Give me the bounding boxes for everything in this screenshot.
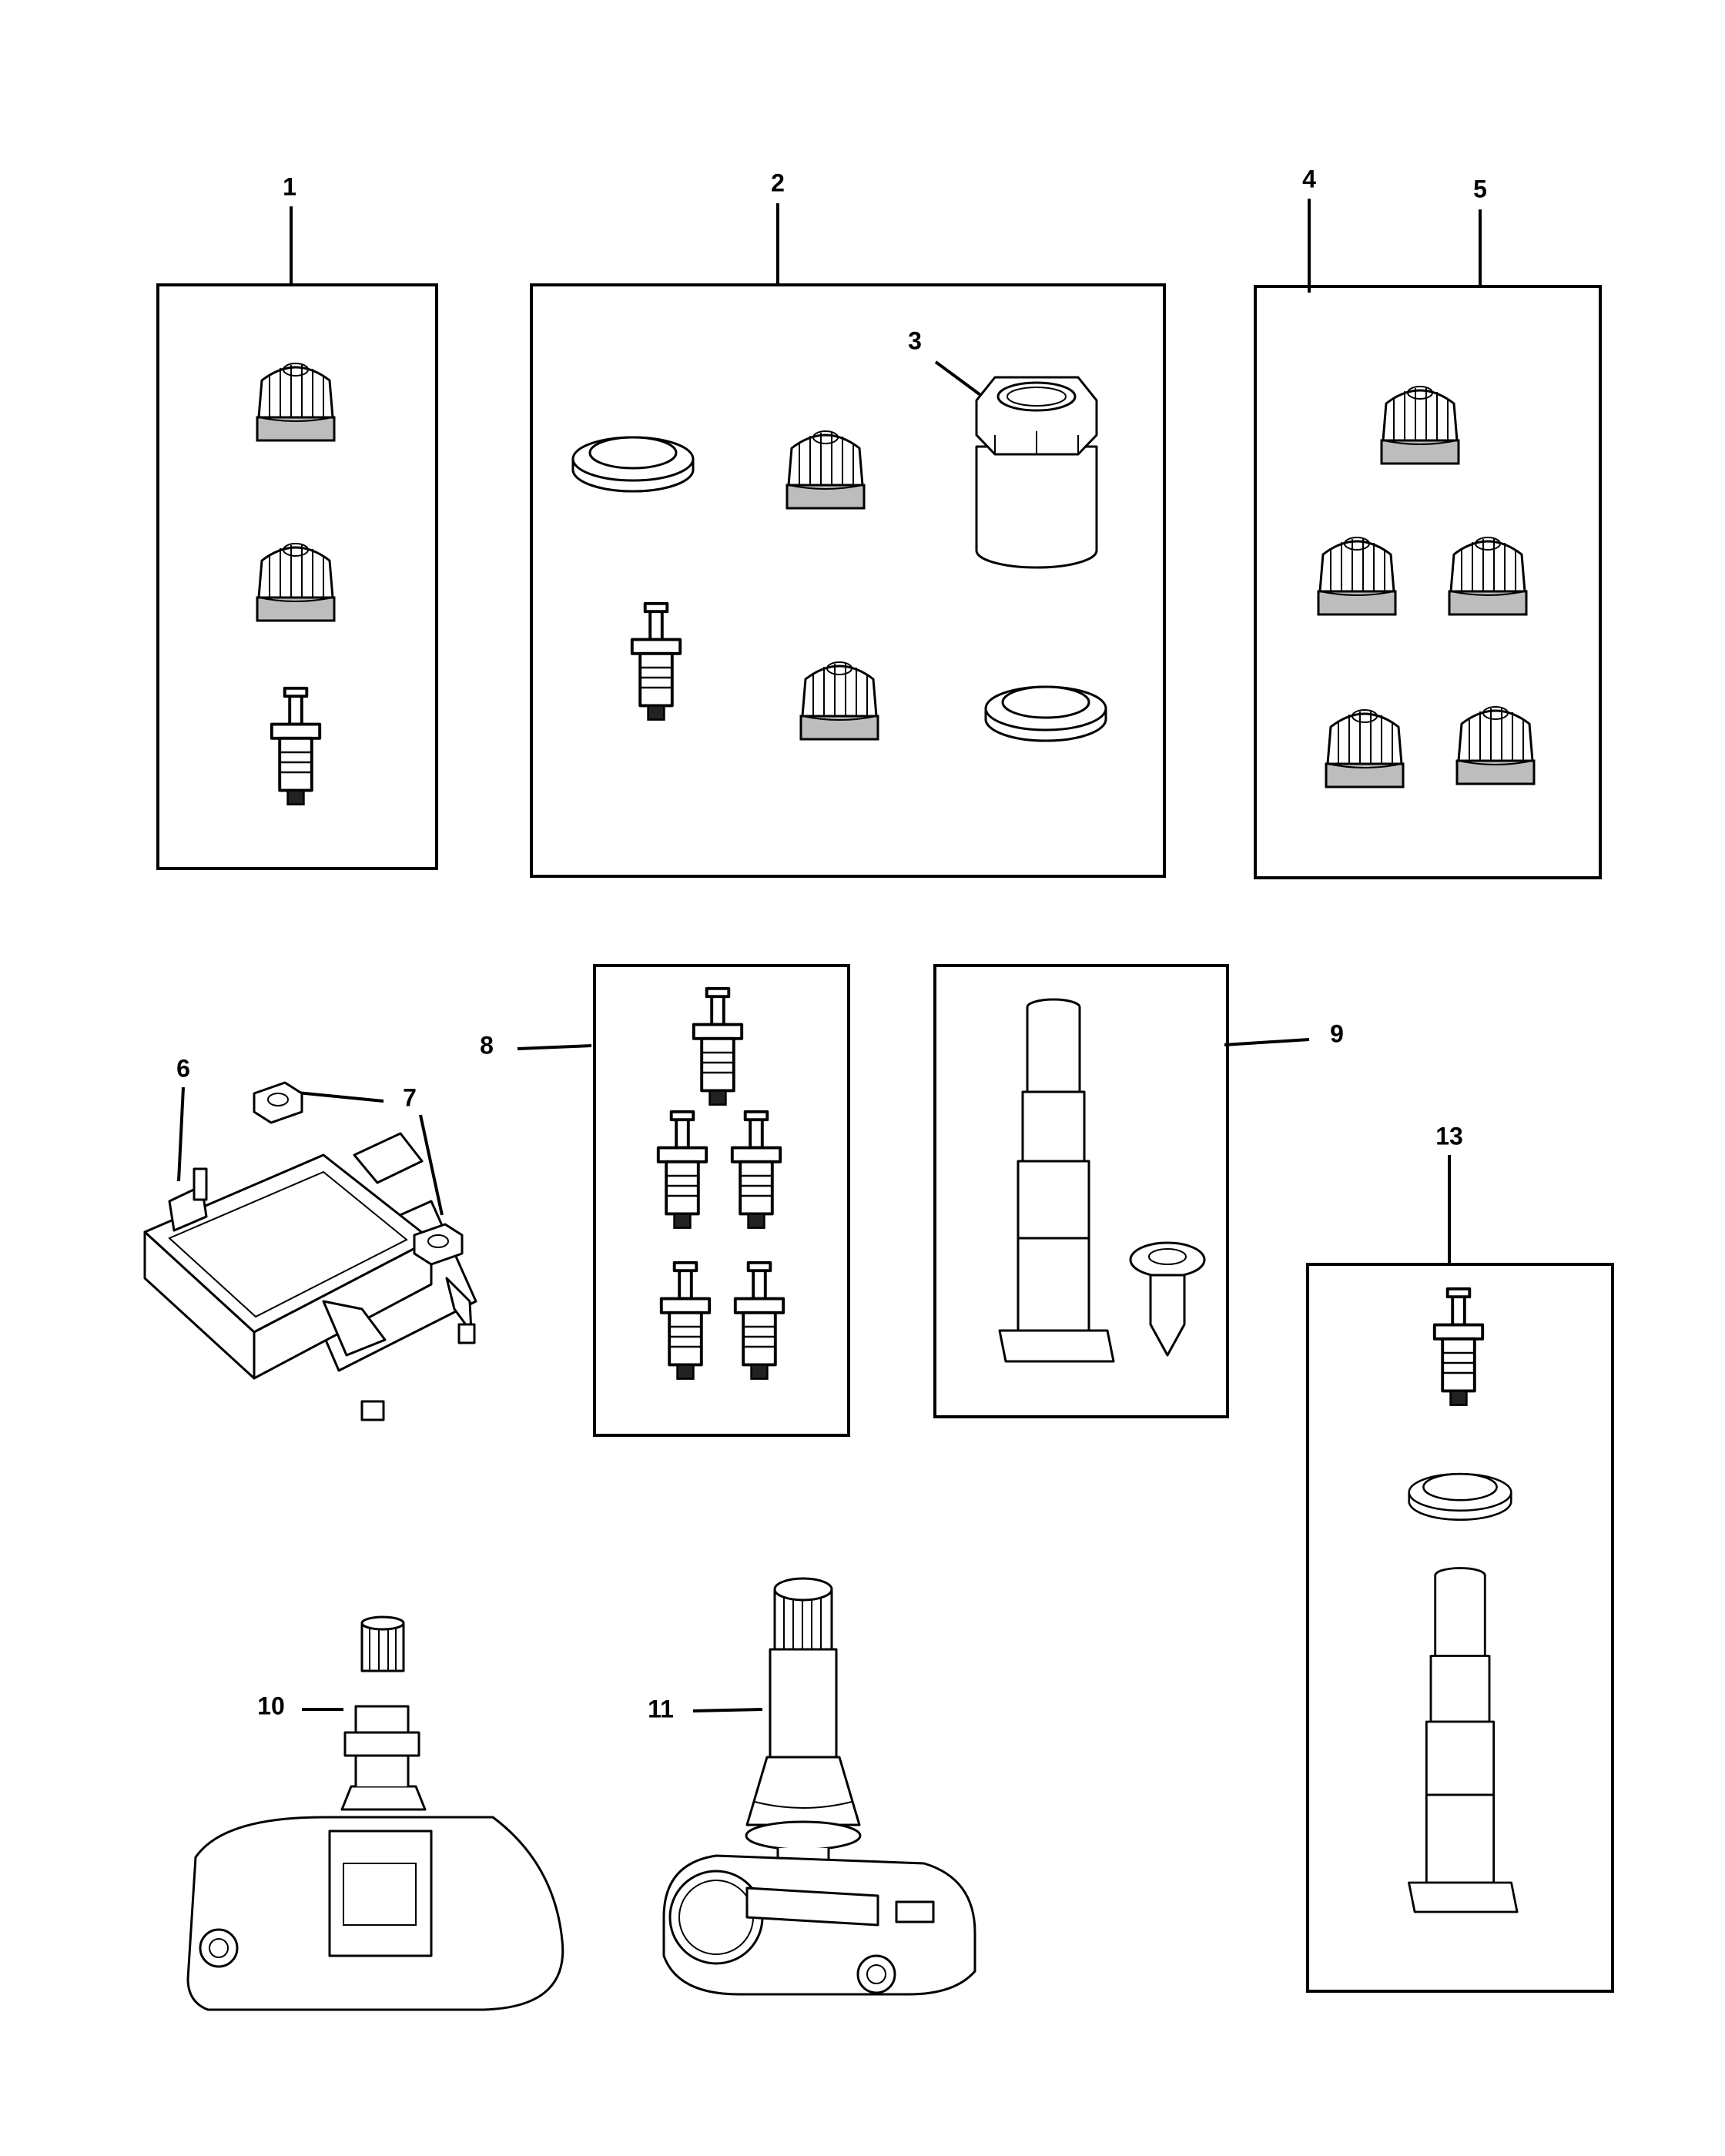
box-kit-9 (933, 964, 1229, 1418)
box-kit-2 (530, 283, 1166, 878)
tpms-sensor-11 (662, 1577, 976, 1996)
box-kit-13 (1306, 1263, 1614, 1993)
nut-7-b (413, 1223, 464, 1266)
callout-8: 8 (480, 1031, 494, 1059)
nut-7-a (253, 1081, 303, 1124)
callout-9: 9 (1330, 1019, 1344, 1047)
callout-3: 3 (908, 326, 922, 354)
leader-lines (177, 199, 1482, 1712)
tpms-sensor-10 (186, 1615, 564, 2011)
kit-4-5-parts (1317, 385, 1536, 788)
callout-2: 2 (771, 169, 785, 196)
kit-9-parts (998, 998, 1206, 1363)
callout-13: 13 (1435, 1122, 1463, 1150)
kit-2-parts (571, 376, 1107, 742)
box-kit-8 (593, 964, 850, 1437)
callout-5: 5 (1473, 175, 1487, 203)
kit-8-valve-cores (656, 986, 785, 1381)
box-kit-1 (156, 283, 438, 870)
kit-13-parts (1408, 1287, 1519, 1913)
callout-4: 4 (1302, 165, 1316, 192)
kit-1-parts (256, 362, 336, 806)
callout-11: 11 (648, 1695, 674, 1722)
receiver-module-6 (143, 1132, 477, 1421)
callout-7: 7 (403, 1083, 417, 1111)
callout-1: 1 (283, 172, 296, 200)
callout-10: 10 (257, 1692, 285, 1719)
box-kit-4-5 (1254, 285, 1602, 879)
nut-sleeve-3 (975, 376, 1098, 569)
screw-9 (1129, 1241, 1206, 1357)
callout-6: 6 (176, 1054, 190, 1082)
